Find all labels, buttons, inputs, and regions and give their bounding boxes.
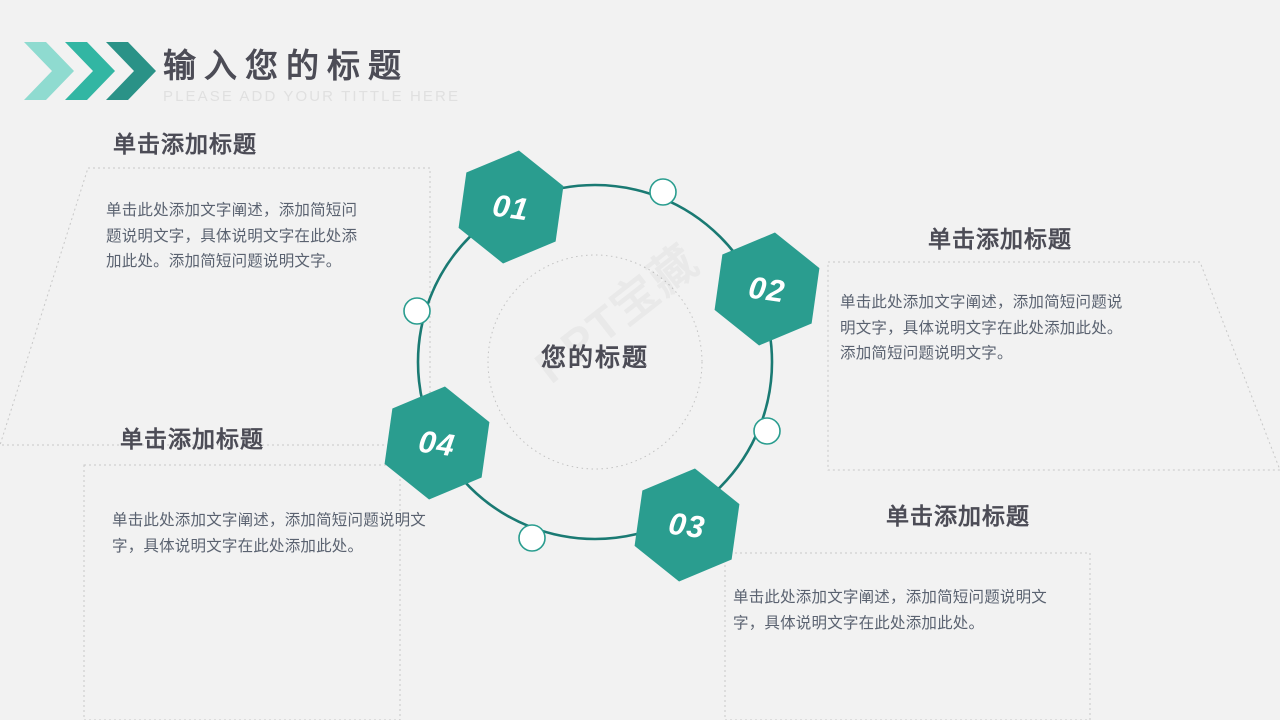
hexagon-04-shape <box>384 386 490 500</box>
section-01-heading: 单击添加标题 <box>113 131 257 157</box>
title-block: 输入您的标题 PLEASE ADD YOUR TITTLE HERE <box>163 44 460 106</box>
hexagon-04-number: 04 <box>416 424 457 464</box>
slide-header: 输入您的标题 PLEASE ADD YOUR TITTLE HERE <box>0 0 1280 120</box>
hexagon-02-number: 02 <box>746 270 787 310</box>
chevron-1-icon <box>24 42 74 100</box>
section-02-heading: 单击添加标题 <box>928 226 1072 252</box>
chevron-3-icon <box>106 42 156 100</box>
section-03-body: 单击此处添加文字阐述，添加简短问题说明文字，具体说明文字在此处添加此处。 <box>733 589 1048 632</box>
section-01-body: 单击此处添加文字阐述，添加简短问题说明文字，具体说明文字在此处添加此处。添加简短… <box>106 202 358 270</box>
hexagon-node-01[interactable]: 01 <box>455 144 568 271</box>
page-subtitle: PLEASE ADD YOUR TITTLE HERE <box>163 88 461 105</box>
section-04-body: 单击此处添加文字阐述，添加简短问题说明文字，具体说明文字在此处添加此处。 <box>112 512 427 555</box>
node-circle-bottom-left[interactable] <box>518 524 546 552</box>
frame-03 <box>724 552 1091 720</box>
node-circle-left[interactable] <box>403 297 431 325</box>
hexagon-03-number: 03 <box>666 506 707 546</box>
chevron-2-icon <box>65 42 115 100</box>
node-circle-right[interactable] <box>753 417 781 445</box>
hexagon-node-03[interactable]: 03 <box>631 462 744 589</box>
section-04-heading: 单击添加标题 <box>120 426 264 452</box>
hexagon-01-shape <box>458 150 564 264</box>
node-circle-top-right[interactable] <box>649 178 677 206</box>
hexagon-03-shape <box>634 468 740 582</box>
hexagon-01-number: 01 <box>490 188 531 228</box>
chevron-logo <box>24 42 156 100</box>
frame-04 <box>83 464 401 720</box>
section-03-heading: 单击添加标题 <box>886 503 1030 529</box>
hexagon-node-04[interactable]: 04 <box>381 380 494 507</box>
center-label: 您的标题 <box>540 344 649 372</box>
section-02-body: 单击此处添加文字阐述，添加简短问题说明文字，具体说明文字在此处添加此处。添加简短… <box>840 294 1123 362</box>
page-title: 输入您的标题 <box>163 47 409 84</box>
